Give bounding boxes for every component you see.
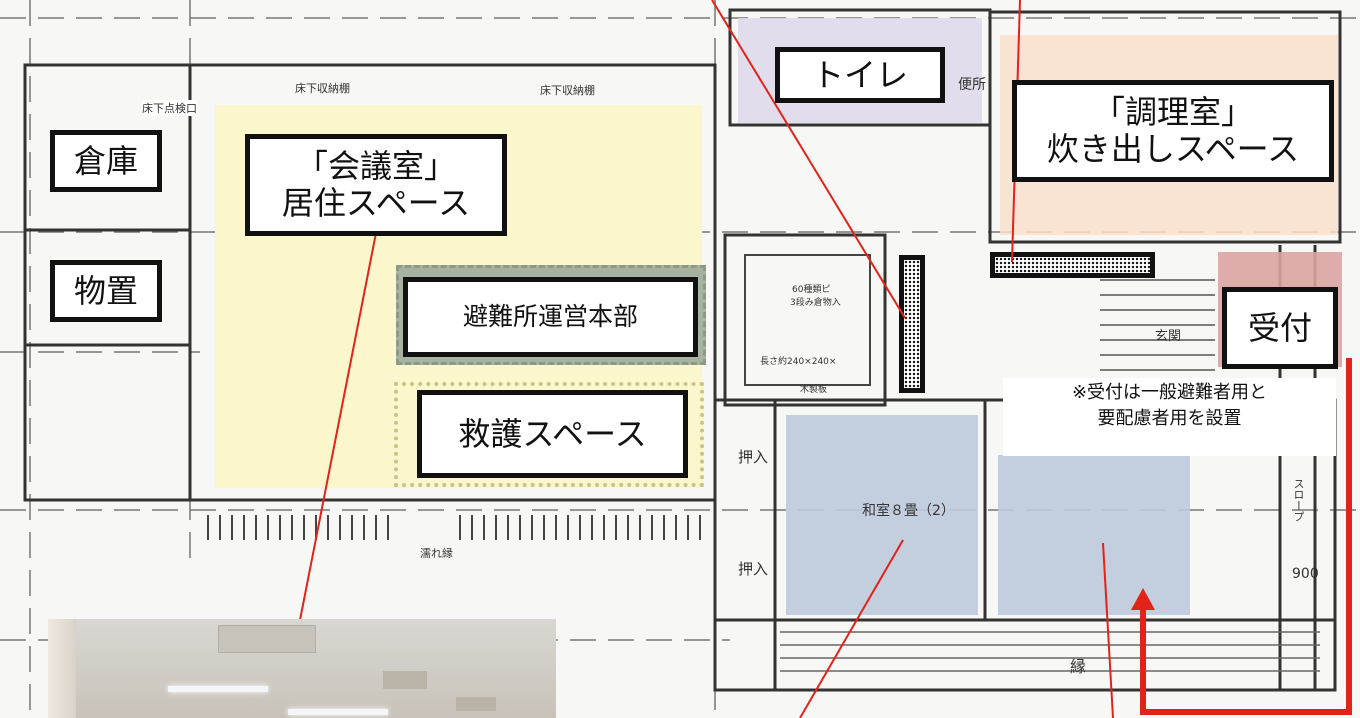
ceiling-light-2 <box>288 709 388 715</box>
dimension-label: 900 <box>1292 566 1319 582</box>
partition-marker-vertical <box>899 255 925 393</box>
reception-note: ※受付は一般避難者用と 要配慮者用を設置 <box>1003 378 1336 456</box>
box-note-4: 木製板 <box>800 385 828 395</box>
underfloor-inspection-label: 床下点検口 <box>142 100 197 116</box>
hq-label: 避難所運営本部 <box>403 277 698 357</box>
washitsu-label: 和室８畳（2） <box>862 503 955 519</box>
engawa-label: 縁 <box>1070 657 1087 676</box>
cooking-room-label: 「調理室」 炊き出しスペース <box>1012 80 1334 182</box>
meeting-room-photo <box>48 619 556 718</box>
rain-line-label: 濡れ縁 <box>420 547 453 560</box>
corridor-storage-label-1: 床下収納棚 <box>295 82 350 95</box>
ceiling-vent-2 <box>383 671 427 689</box>
oshiire-label-2: 押入 <box>738 560 769 578</box>
ceiling-vent-3 <box>456 697 496 711</box>
window-curtain <box>48 619 76 718</box>
tatami-zone-right <box>998 455 1190 615</box>
rescue-label: 救護スペース <box>417 390 688 478</box>
ceiling-light-1 <box>168 686 268 692</box>
toilet-label: トイレ <box>775 47 945 103</box>
corridor-storage-label-2: 床下収納棚 <box>540 84 595 97</box>
box-note-3: 長さ約240×240× <box>760 357 837 367</box>
reception-label: 受付 <box>1222 287 1338 369</box>
meeting-room-label: 「会議室」 居住スペース <box>245 134 507 236</box>
storage-label: 倉庫 <box>50 130 162 192</box>
washroom-label: 便所 <box>958 77 986 93</box>
slope-label: スロープ <box>1292 478 1305 522</box>
box-note-1: 60種類ピ <box>792 285 831 295</box>
ceiling-vent-1 <box>218 625 316 653</box>
oshiire-label-1: 押入 <box>738 448 769 466</box>
entrance-label: 玄関 <box>1155 329 1182 344</box>
box-note-2: 3段み倉物入 <box>790 298 841 308</box>
partition-marker-horizontal <box>990 252 1155 278</box>
shed-label: 物置 <box>50 260 162 322</box>
